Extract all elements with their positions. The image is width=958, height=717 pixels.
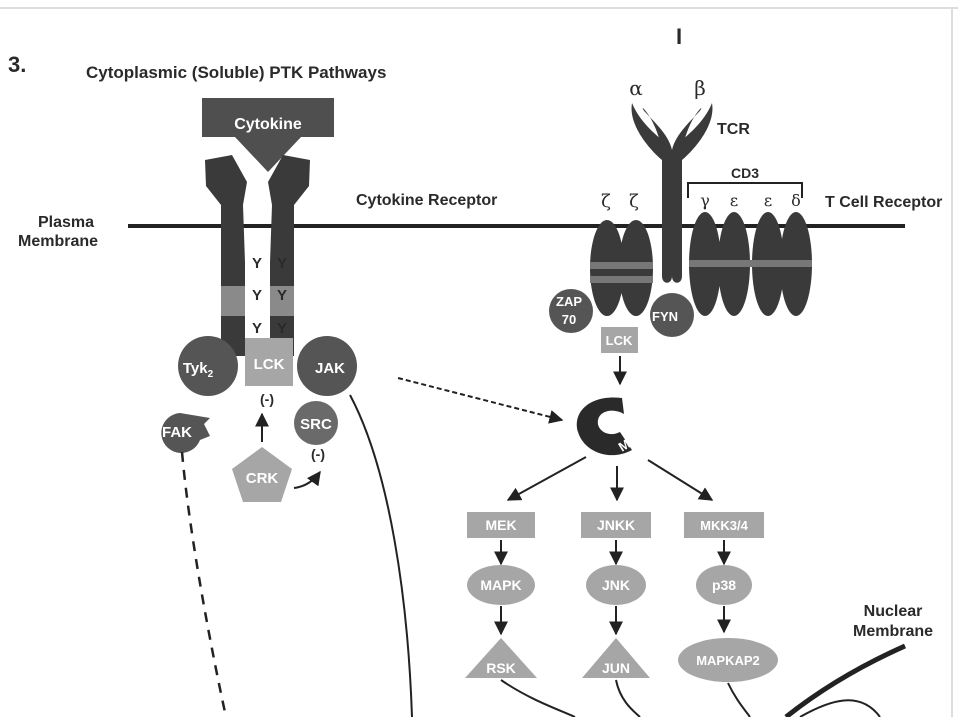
cytokine-receptor-label: Cytokine Receptor bbox=[356, 192, 497, 209]
delta-label: δ bbox=[791, 191, 801, 210]
fyn-label: FYN bbox=[652, 309, 678, 324]
lck-tcr-label: LCK bbox=[606, 333, 633, 348]
diagram-title: Cytoplasmic (Soluble) PTK Pathways bbox=[86, 63, 386, 82]
mkk-box bbox=[684, 512, 764, 538]
rsk-to-nucleus bbox=[500, 679, 576, 717]
tyr-4: Y bbox=[277, 287, 287, 304]
zap70-label-b: 70 bbox=[562, 312, 576, 327]
cytokine-receptor-left bbox=[205, 155, 247, 356]
src-label: SRC bbox=[300, 416, 332, 433]
tyk2-kinase bbox=[178, 336, 238, 396]
tyrosine-sites: Y Y Y Y Y Y bbox=[252, 255, 287, 337]
alpha-chain-label: α bbox=[629, 76, 643, 100]
tyk2-label: Tyk2 bbox=[183, 360, 214, 380]
jnk-label: JNK bbox=[602, 577, 630, 593]
tyr-6: Y bbox=[277, 320, 287, 337]
rsk-node bbox=[465, 638, 537, 678]
mekk-kinase bbox=[576, 397, 632, 456]
cytokine-label: Cytokine bbox=[234, 116, 302, 133]
zeta-chains bbox=[590, 220, 653, 316]
mapkap2-label: MAPKAP2 bbox=[696, 653, 760, 668]
tyr-2: Y bbox=[277, 255, 287, 272]
src-inhibition-label: (-) bbox=[311, 446, 325, 462]
cd3-bracket bbox=[687, 182, 803, 198]
mkk-label: MKK3/4 bbox=[700, 518, 748, 533]
fak-dashed-pathway bbox=[180, 451, 228, 717]
src-kinase bbox=[294, 401, 338, 445]
tyr-5: Y bbox=[252, 320, 262, 337]
mek-label: MEK bbox=[485, 517, 516, 533]
mapk-label: MAPK bbox=[480, 577, 521, 593]
jak-kinase bbox=[297, 336, 357, 396]
beta-chain-label: β bbox=[694, 76, 706, 100]
zeta-label-2: ζ bbox=[629, 191, 639, 212]
jun-to-nucleus bbox=[615, 679, 641, 717]
lck-kinase bbox=[245, 338, 293, 386]
p38-node bbox=[696, 565, 752, 605]
fyn-kinase bbox=[650, 293, 694, 337]
rsk-label: RSK bbox=[486, 660, 516, 676]
jnk-node bbox=[586, 565, 646, 605]
jun-node bbox=[582, 638, 650, 678]
tyr-3: Y bbox=[252, 287, 262, 304]
jak-label: JAK bbox=[315, 360, 345, 377]
mekk-to-mkk-arrow bbox=[647, 459, 714, 501]
cascade-mek: MEK MAPK RSK bbox=[465, 512, 537, 678]
gamma-label: γ bbox=[700, 191, 710, 210]
cytokine-ligand bbox=[202, 98, 334, 172]
top-mark: I bbox=[676, 24, 682, 49]
jun-label: JUN bbox=[602, 660, 630, 676]
nuclear-curve bbox=[799, 699, 881, 717]
crk-adaptor bbox=[232, 447, 292, 502]
cd3-complex bbox=[689, 212, 812, 316]
crk-to-src-arrow bbox=[293, 470, 321, 489]
fak-label: FAK bbox=[162, 424, 192, 441]
fak-kinase bbox=[161, 413, 210, 453]
lck-inhibition-label: (-) bbox=[260, 391, 274, 407]
p38-label: p38 bbox=[712, 577, 736, 593]
mapkap2-to-nucleus bbox=[727, 682, 751, 717]
epsilon-label-1: ε bbox=[730, 191, 738, 210]
t-cell-receptor-label: T Cell Receptor bbox=[825, 194, 942, 211]
zap70-label-a: ZAP bbox=[556, 294, 582, 309]
tyr-1: Y bbox=[252, 255, 262, 272]
jnkk-box bbox=[581, 512, 651, 538]
zap70-kinase bbox=[549, 289, 593, 333]
mek-box bbox=[467, 512, 535, 538]
jak-nuclear-pathway bbox=[349, 394, 413, 717]
cytokine-receptor-right bbox=[268, 155, 310, 356]
panel-letter: 3. bbox=[8, 52, 26, 77]
lck-label: LCK bbox=[254, 356, 285, 373]
tcr-label: TCR bbox=[717, 121, 750, 138]
epsilon-label-2: ε bbox=[764, 191, 772, 210]
nuclear-membrane-line bbox=[784, 643, 907, 717]
mekk-label: MEKK bbox=[616, 421, 657, 454]
mekk-to-mek-arrow bbox=[506, 456, 587, 501]
tcr-receptor bbox=[631, 103, 713, 283]
zeta-label-1: ζ bbox=[601, 191, 611, 212]
cascade-jnkk: JNKK JNK JUN bbox=[581, 512, 651, 678]
lck-tcr-kinase bbox=[601, 327, 638, 353]
crk-label: CRK bbox=[246, 470, 279, 487]
cd3-label: CD3 bbox=[731, 165, 759, 181]
jak-to-mekk-arrow bbox=[397, 377, 564, 424]
mapkap2-node bbox=[678, 638, 778, 682]
cascade-mkk: MKK3/4 p38 MAPKAP2 bbox=[678, 512, 778, 682]
jnkk-label: JNKK bbox=[597, 517, 635, 533]
mapk-node bbox=[467, 565, 535, 605]
